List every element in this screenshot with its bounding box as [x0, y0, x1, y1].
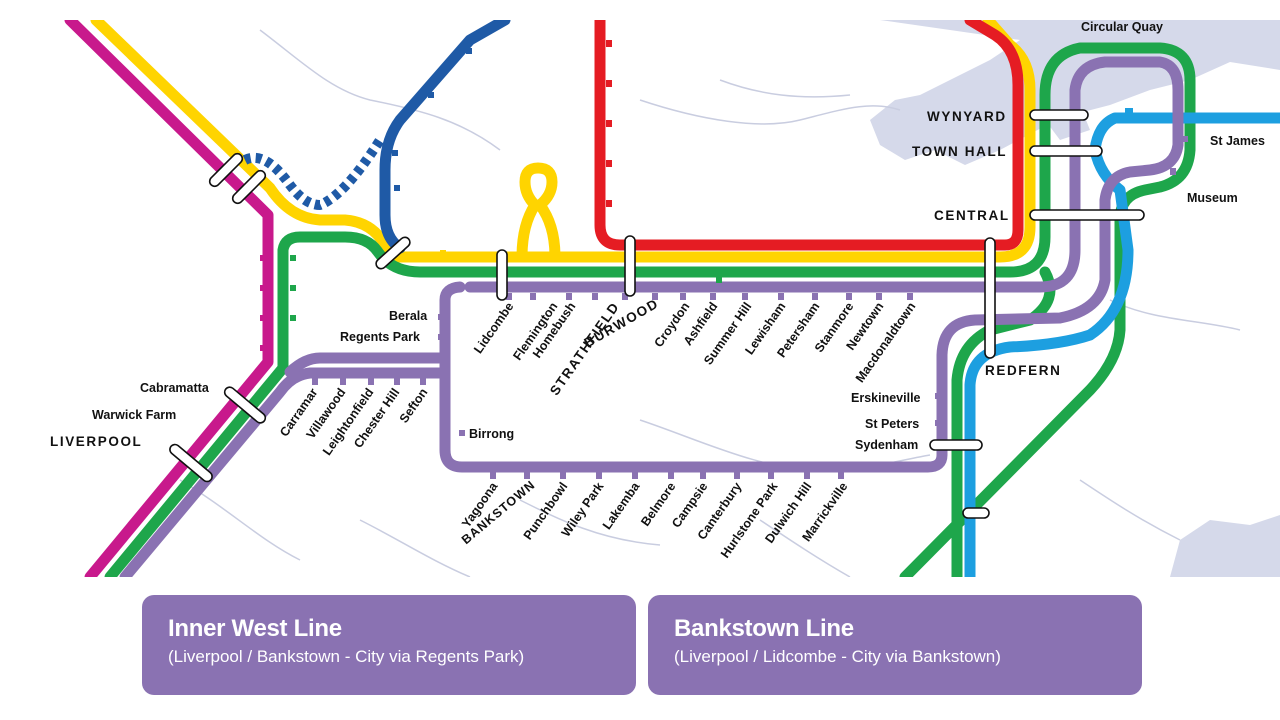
station-label[interactable]: Berala [389, 309, 428, 323]
purple-city-loop [439, 56, 1184, 473]
legend-inner-west-line[interactable]: Inner West Line (Liverpool / Bankstown -… [142, 595, 636, 695]
station-label[interactable]: CENTRAL [934, 208, 1010, 223]
legend-subtitle: (Liverpool / Bankstown - City via Regent… [168, 647, 525, 666]
station-label[interactable]: REDFERN [985, 363, 1061, 378]
station-label[interactable]: Lakemba [600, 479, 643, 532]
station-label[interactable]: Warwick Farm [92, 408, 176, 422]
station-label[interactable]: Macdonaldtown [853, 300, 919, 385]
blue-line [379, 20, 511, 254]
blue-line-dashed [242, 137, 385, 210]
station-label[interactable]: St Peters [865, 417, 919, 431]
purple-liverpool-branch [119, 367, 451, 577]
station-label[interactable]: WYNYARD [927, 109, 1007, 124]
station-label[interactable]: Birrong [469, 427, 514, 441]
station-label[interactable]: Museum [1187, 191, 1238, 205]
station-label[interactable]: Sefton [397, 386, 431, 426]
legend-bankstown-line[interactable]: Bankstown Line (Liverpool / Lidcombe - C… [648, 595, 1142, 695]
red-line [594, 20, 1024, 251]
station-label[interactable]: LIVERPOOL [50, 434, 142, 449]
legend-title: Bankstown Line [674, 615, 854, 642]
interchange-markers [169, 109, 1145, 519]
legend-title: Inner West Line [168, 615, 342, 642]
station-label[interactable]: St James [1210, 134, 1265, 148]
station-label[interactable]: Lidcombe [471, 300, 516, 356]
other-line-ticks [260, 40, 1133, 351]
station-label[interactable]: TOWN HALL [912, 144, 1007, 159]
station-label[interactable]: Regents Park [340, 330, 420, 344]
creek-lines [179, 29, 1241, 577]
station-label[interactable]: Erskineville [851, 391, 921, 405]
station-ticks [312, 136, 1188, 479]
legend-subtitle: (Liverpool / Lidcombe - City via Banksto… [674, 647, 1001, 666]
station-label[interactable]: Circular Quay [1081, 20, 1163, 34]
station-label[interactable]: Cabramatta [140, 381, 210, 395]
station-label[interactable]: Sydenham [855, 438, 918, 452]
magenta-line [64, 20, 274, 577]
yellow-loop [516, 162, 561, 263]
purple-regents-park-branch [284, 352, 451, 378]
